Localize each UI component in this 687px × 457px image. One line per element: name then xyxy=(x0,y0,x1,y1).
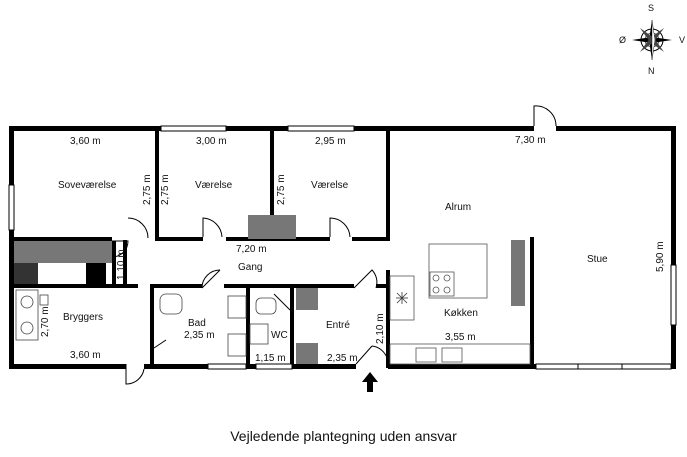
room-name-stue: Stue xyxy=(587,254,608,265)
dim-alrum-width: 7,30 m xyxy=(515,135,546,146)
bath-fixtures xyxy=(15,289,277,357)
room-name-bad: Bad xyxy=(188,318,206,329)
compass-icon xyxy=(632,19,672,61)
room-name-vaerelse-2: Værelse xyxy=(311,180,349,191)
dim-sovevaerelse-depth: 2,75 m xyxy=(142,174,153,205)
dim-sovevaerelse-width: 3,60 m xyxy=(70,136,101,147)
kitchen-fixtures xyxy=(389,243,531,365)
room-name-wc: WC xyxy=(271,330,288,341)
room-name-gang: Gang xyxy=(238,262,263,273)
dim-vaerelse-1-depth: 2,75 m xyxy=(160,174,171,205)
dim-vaerelse-1-width: 3,00 m xyxy=(196,136,227,147)
dim-entre-width: 2,35 m xyxy=(327,353,358,364)
room-name-koekken: Køkken xyxy=(444,308,478,319)
dim-wc-width: 1,15 m xyxy=(255,353,286,364)
dim-gang-width: 7,20 m xyxy=(236,244,267,255)
room-name-vaerelse-1: Værelse xyxy=(195,180,233,191)
windows xyxy=(8,125,677,370)
dim-vaerelse-2-width: 2,95 m xyxy=(315,136,346,147)
compass-label-v: V xyxy=(679,35,686,45)
room-name-alrum: Alrum xyxy=(445,202,472,213)
entrance-arrow-icon xyxy=(362,372,378,392)
compass-label-n: N xyxy=(648,66,655,76)
dim-vaerelse-2-depth: 2,75 m xyxy=(276,174,287,205)
dim-bryggers-depth: 2,70 m xyxy=(40,306,51,337)
dim-entre-depth: 2,10 m xyxy=(375,313,386,344)
room-name-sovevaerelse: Soveværelse xyxy=(58,180,117,191)
plan-caption: Vejledende plantegning uden ansvar xyxy=(230,428,457,444)
dim-bad-width: 2,35 m xyxy=(184,330,215,341)
compass-label-s: S xyxy=(648,3,655,13)
dim-stue-depth: 5,90 m xyxy=(655,241,666,272)
snowflake-icon xyxy=(396,292,408,304)
door-frames xyxy=(123,240,127,286)
wardrobes xyxy=(14,215,525,364)
dim-koekken-width: 3,55 m xyxy=(445,332,476,343)
exterior-walls xyxy=(9,126,676,369)
dim-gang-depth: 1,10 m xyxy=(116,249,127,280)
room-name-bryggers: Bryggers xyxy=(63,312,104,323)
dim-bryggers-width: 3,60 m xyxy=(70,350,101,361)
compass-label-o: Ø xyxy=(619,35,627,45)
room-name-entre: Entré xyxy=(326,320,350,331)
